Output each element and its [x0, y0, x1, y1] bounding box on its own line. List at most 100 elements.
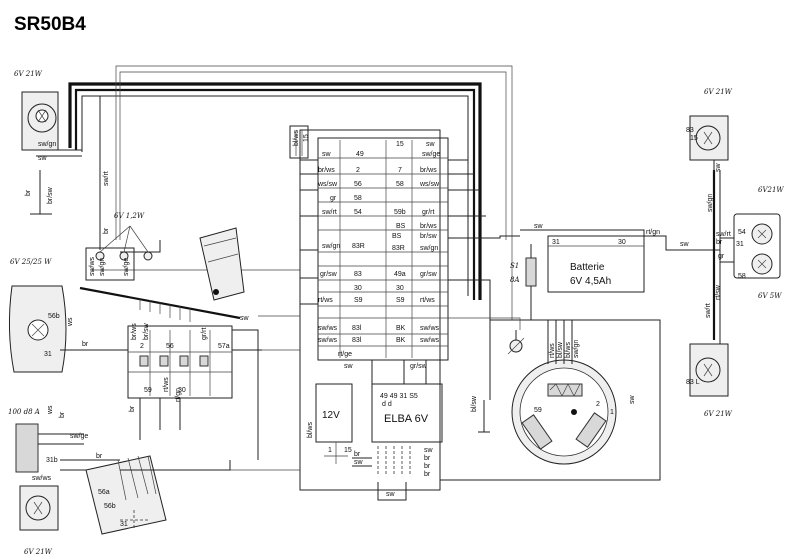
- horn: 100 d8 A ws br sw/ge: [8, 405, 88, 473]
- wire-label-br-horn: br: [59, 411, 66, 418]
- term-a-3: 56: [354, 181, 362, 188]
- term-b-8: 83R: [392, 245, 405, 252]
- generator: 59 2 1 rt/ws bl/sw bl/ws sw/gn sw: [440, 319, 661, 481]
- term-r-11: sw/ws: [420, 325, 440, 332]
- lamp-top-right: 6V 21W 83 15: [686, 88, 733, 172]
- term-r-10: rt/ws: [420, 297, 435, 304]
- term-l-10: sw/ws: [318, 337, 338, 344]
- elba-label: ELBA 6V: [384, 413, 429, 425]
- term-l-6: sw/gn: [322, 243, 340, 250]
- wire-label-ws-horn: ws: [47, 405, 54, 415]
- wire-label-br-head: br: [82, 341, 89, 348]
- gen-pin-59: 59: [534, 407, 542, 414]
- wire-label-sw-gen: sw: [629, 395, 636, 405]
- wire-label-sw-right2: sw: [715, 163, 722, 173]
- top-harness: [68, 65, 513, 320]
- tail-pin-58: 58: [738, 273, 746, 280]
- left-switch-block: 2 56 57a 59 30 br/ws br/sw gr/rt rt/ws r…: [127, 322, 262, 460]
- lamp-bottom-right: 83 L 6V 21W: [686, 343, 733, 418]
- wire-label-rtsw-right: rt/sw: [715, 284, 722, 300]
- instrument-lamps: 6V 1,2W sw/ws sw/gn sw/ge br: [85, 212, 161, 281]
- wire-label-gr-tail: gr: [718, 253, 725, 260]
- term-r-6: br/ws: [420, 223, 437, 230]
- wire-label-brsw-tl: br/sw: [47, 186, 54, 204]
- wire-label-swws-inst: sw/ws: [89, 256, 96, 276]
- term-l-4: gr: [330, 195, 337, 202]
- term-a-10: 83l: [352, 325, 362, 332]
- wire-label-br-blk: br: [129, 405, 136, 412]
- wire-label-blws-gen: bl/ws: [565, 342, 572, 358]
- gen-pin-2: 2: [596, 401, 600, 408]
- term-b-5: 59b: [394, 209, 406, 216]
- wire-label-blws-top: bl/ws: [293, 130, 300, 146]
- wire-label-sw-bar: sw: [240, 315, 250, 322]
- elba-unit: 49 49 31 S5 d d ELBA 6V 12V 1 15 br sw s…: [307, 360, 443, 501]
- lamp-right-mid-rating: 6V21W: [758, 186, 784, 194]
- pin-56b: 56b: [104, 503, 116, 510]
- fuse: S1 8A: [510, 244, 537, 320]
- mid-wires: [120, 235, 521, 471]
- horn-rating: 100 d8 A: [8, 408, 40, 416]
- wire-label-br-tl: br: [25, 189, 32, 196]
- wire-label-sw-right: sw: [680, 241, 690, 248]
- pin-31: 31: [120, 521, 128, 528]
- pin-30: 30: [178, 387, 186, 394]
- lamp-bottom-left: 31b br sw/ws 6V 21W: [19, 453, 120, 556]
- diagram-title: SR50B4: [14, 14, 86, 35]
- wire-label-rtgn-batt: rt/gn: [646, 229, 660, 236]
- lamp-top-left-rating: 6V 21W: [14, 70, 43, 78]
- term-a-8: 30: [354, 285, 362, 292]
- wire-label-swrt-left: sw/rt: [103, 171, 110, 186]
- pin-31b: 31b: [46, 457, 58, 464]
- wire-label-swrt-tail: sw/rt: [716, 231, 731, 238]
- term-b-7: BS: [392, 233, 402, 240]
- wire-label-swgn-inst: sw/gn: [99, 258, 106, 276]
- term-l-5: sw/rt: [322, 209, 337, 216]
- wire-label-swge-horn: sw/ge: [70, 433, 88, 440]
- wire-label-rtgn-blk: rt/gn: [175, 388, 182, 402]
- headlight: 6V 25/25 W 56b 31 br ws: [8, 258, 128, 373]
- term-r-5: gr/rt: [422, 209, 435, 216]
- wire-label-swrt-right: sw/rt: [705, 303, 712, 318]
- lamp-top-right-rating: 6V 21W: [704, 88, 733, 96]
- pin-2: 2: [140, 343, 144, 350]
- fuse-rating: 8A: [510, 276, 520, 284]
- term-b-13: BK: [396, 337, 406, 344]
- wire-label-grsw-strip: gr/sw: [410, 363, 428, 370]
- lamp-bottom-left-rating: 6V 21W: [24, 548, 53, 556]
- term-b-9: 49a: [394, 271, 406, 278]
- wire-label-br-tail: br: [716, 239, 723, 246]
- term-l-1: sw: [322, 151, 332, 158]
- right-harness: sw/gn sw/rt rt/sw sw: [705, 163, 722, 346]
- term-r-8: sw/gn: [420, 245, 438, 252]
- battery: 31 30 Batterie 6V 4,5Ah sw rt/gn sw: [520, 223, 720, 293]
- wire-label-sw-strip: sw: [344, 363, 354, 370]
- term-b-1: 15: [396, 141, 404, 148]
- term-b-3: 58: [396, 181, 404, 188]
- term-b-10: 30: [396, 285, 404, 292]
- headlight-pin-31: 31: [44, 351, 52, 358]
- wire-label-blsw-gnd: bl/sw: [471, 395, 478, 412]
- pin-15: 15: [303, 134, 310, 142]
- battery-pin-30: 30: [618, 239, 626, 246]
- term-a-9: S9: [354, 297, 363, 304]
- tail-pin-54: 54: [738, 229, 746, 236]
- wire-label-br-coil: br: [354, 451, 361, 458]
- wire-label-swgn-right: sw/gn: [707, 194, 714, 212]
- term-b-2: 7: [398, 167, 402, 174]
- pin-57a: 57a: [218, 343, 230, 350]
- speedometer: [199, 227, 245, 301]
- term-l-8: rt/ws: [318, 297, 333, 304]
- elba-pin-letters: d d: [382, 401, 392, 408]
- term-l-2: br/ws: [318, 167, 335, 174]
- instrument-lamp-rating: 6V 1,2W: [114, 212, 145, 220]
- lamp-bottom-right-rating: 6V 21W: [704, 410, 733, 418]
- lamp-top-left: 6V 21W sw/gn sw br br/sw sw/rt: [14, 70, 110, 215]
- pin-56a: 56a: [98, 489, 110, 496]
- coil-pin-15: 15: [344, 447, 352, 454]
- term-a-2: 2: [356, 167, 360, 174]
- term-b-11: S9: [396, 297, 405, 304]
- battery-label: Batterie: [570, 262, 605, 273]
- battery-pin-31: 31: [552, 239, 560, 246]
- term-b-6: BS: [396, 223, 406, 230]
